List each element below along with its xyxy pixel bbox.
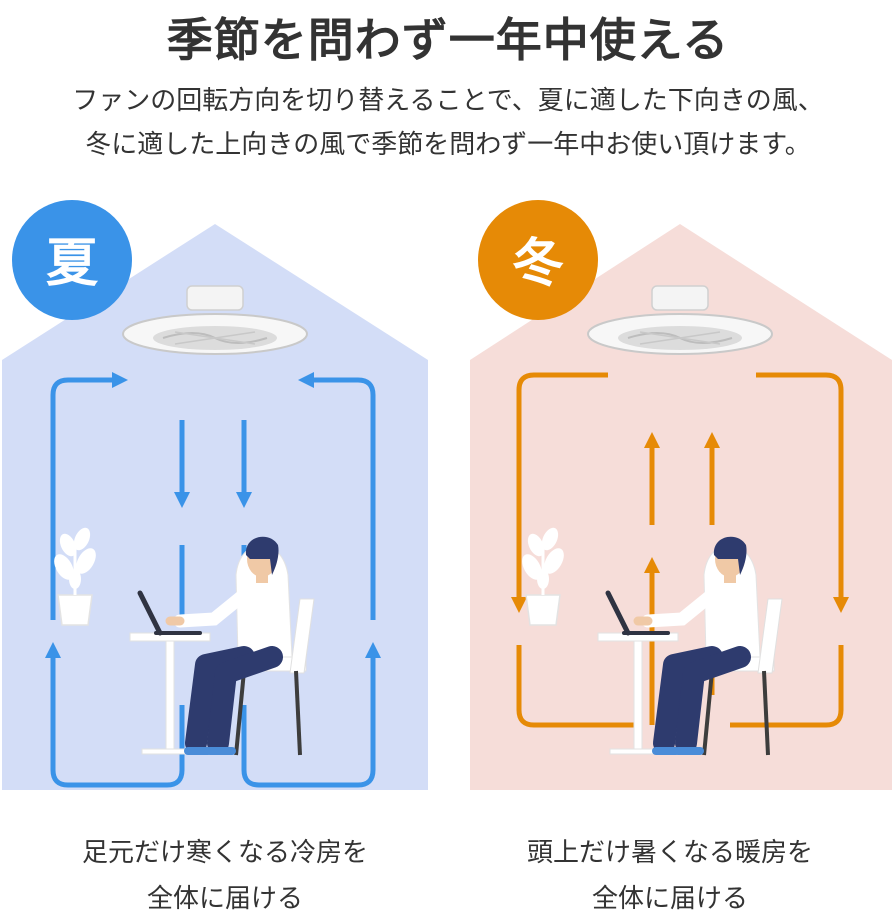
seasons-illustration: 夏 冬 bbox=[0, 195, 896, 805]
winter-panel bbox=[470, 224, 892, 790]
summer-caption-line-1: 足元だけ寒くなる冷房を bbox=[81, 838, 368, 868]
winter-badge-label: 冬 bbox=[512, 234, 564, 294]
summer-badge: 夏 bbox=[12, 200, 132, 320]
winter-badge: 冬 bbox=[478, 200, 598, 320]
winter-house-shape bbox=[470, 224, 892, 790]
page-title: 季節を問わず一年中使える bbox=[166, 13, 730, 67]
description-line-1: ファンの回転方向を切り替えることで、夏に適した下向きの風、 bbox=[72, 86, 824, 116]
summer-caption: 足元だけ寒くなる冷房を 全体に届ける bbox=[15, 830, 435, 922]
summer-panel bbox=[2, 224, 428, 790]
winter-caption-line-1: 頭上だけ暑くなる暖房を bbox=[526, 838, 813, 868]
winter-caption: 頭上だけ暑くなる暖房を 全体に届ける bbox=[460, 830, 880, 922]
summer-caption-line-2: 全体に届ける bbox=[146, 884, 303, 914]
summer-house-shape bbox=[2, 224, 428, 790]
description-line-2: 冬に適した上向きの風で季節を問わず一年中お使い頂けます。 bbox=[85, 130, 811, 160]
summer-badge-label: 夏 bbox=[46, 234, 99, 294]
winter-caption-line-2: 全体に届ける bbox=[591, 884, 748, 914]
